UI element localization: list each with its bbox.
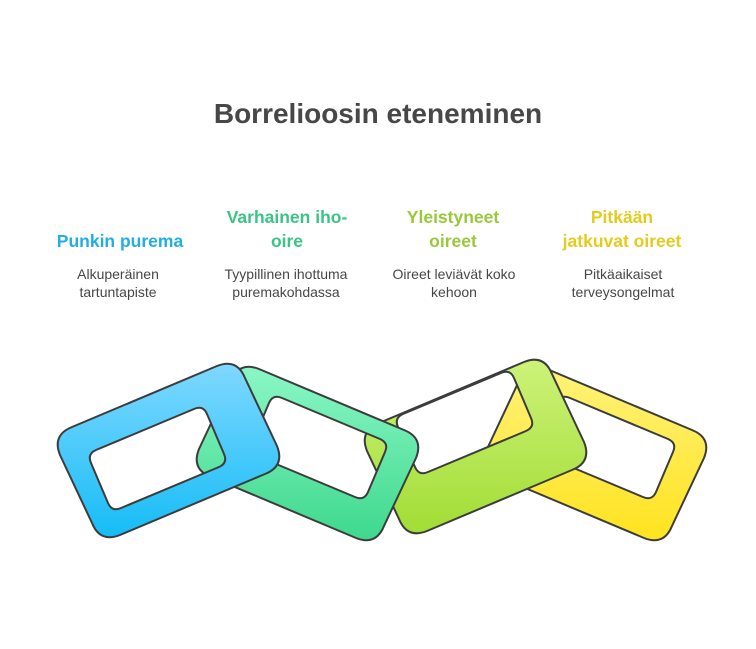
chain-link-3 — [363, 358, 588, 535]
step-4-title-line-2: jatkuvat oireet — [562, 231, 682, 251]
step-2-desc-line-1: Tyypillinen ihottuma — [224, 266, 348, 282]
step-1-title: Punkin purema — [45, 229, 195, 253]
step-3-description: Oireet leviävät koko kehoon — [379, 265, 529, 301]
step-4-desc-line-2: terveysongelmat — [571, 284, 675, 300]
step-2-title-line-1: Varhainen iho- — [226, 207, 348, 227]
chain-link-1 — [56, 362, 281, 539]
step-2-title-line-2: oire — [270, 231, 304, 251]
step-3-title: Yleistyneet oireet — [378, 205, 528, 253]
step-1-desc-line-1: Alkuperäinen — [77, 266, 159, 282]
step-1-desc-line-2: tartuntapiste — [79, 284, 157, 300]
step-4-description: Pitkäaikaiset terveysongelmat — [548, 265, 698, 301]
step-4-title-line-1: Pitkään — [590, 207, 654, 227]
step-4-desc-line-1: Pitkäaikaiset — [583, 266, 663, 282]
step-1-title-line-1: Punkin purema — [56, 231, 184, 251]
diagram-title: Borrelioosin eteneminen — [213, 98, 543, 129]
step-2-description: Tyypillinen ihottuma puremakohdassa — [211, 265, 361, 301]
step-2-desc-line-2: puremakohdassa — [232, 284, 340, 300]
step-4-title: Pitkään jatkuvat oireet — [547, 205, 697, 253]
step-3-desc-line-1: Oireet leviävät koko — [392, 266, 516, 282]
step-2-title: Varhainen iho- oire — [212, 205, 362, 253]
step-3-desc-line-2: kehoon — [431, 284, 477, 300]
step-3-title-line-2: oireet — [429, 231, 477, 251]
step-3-title-line-1: Yleistyneet — [406, 207, 500, 227]
step-1-description: Alkuperäinen tartuntapiste — [43, 265, 193, 301]
